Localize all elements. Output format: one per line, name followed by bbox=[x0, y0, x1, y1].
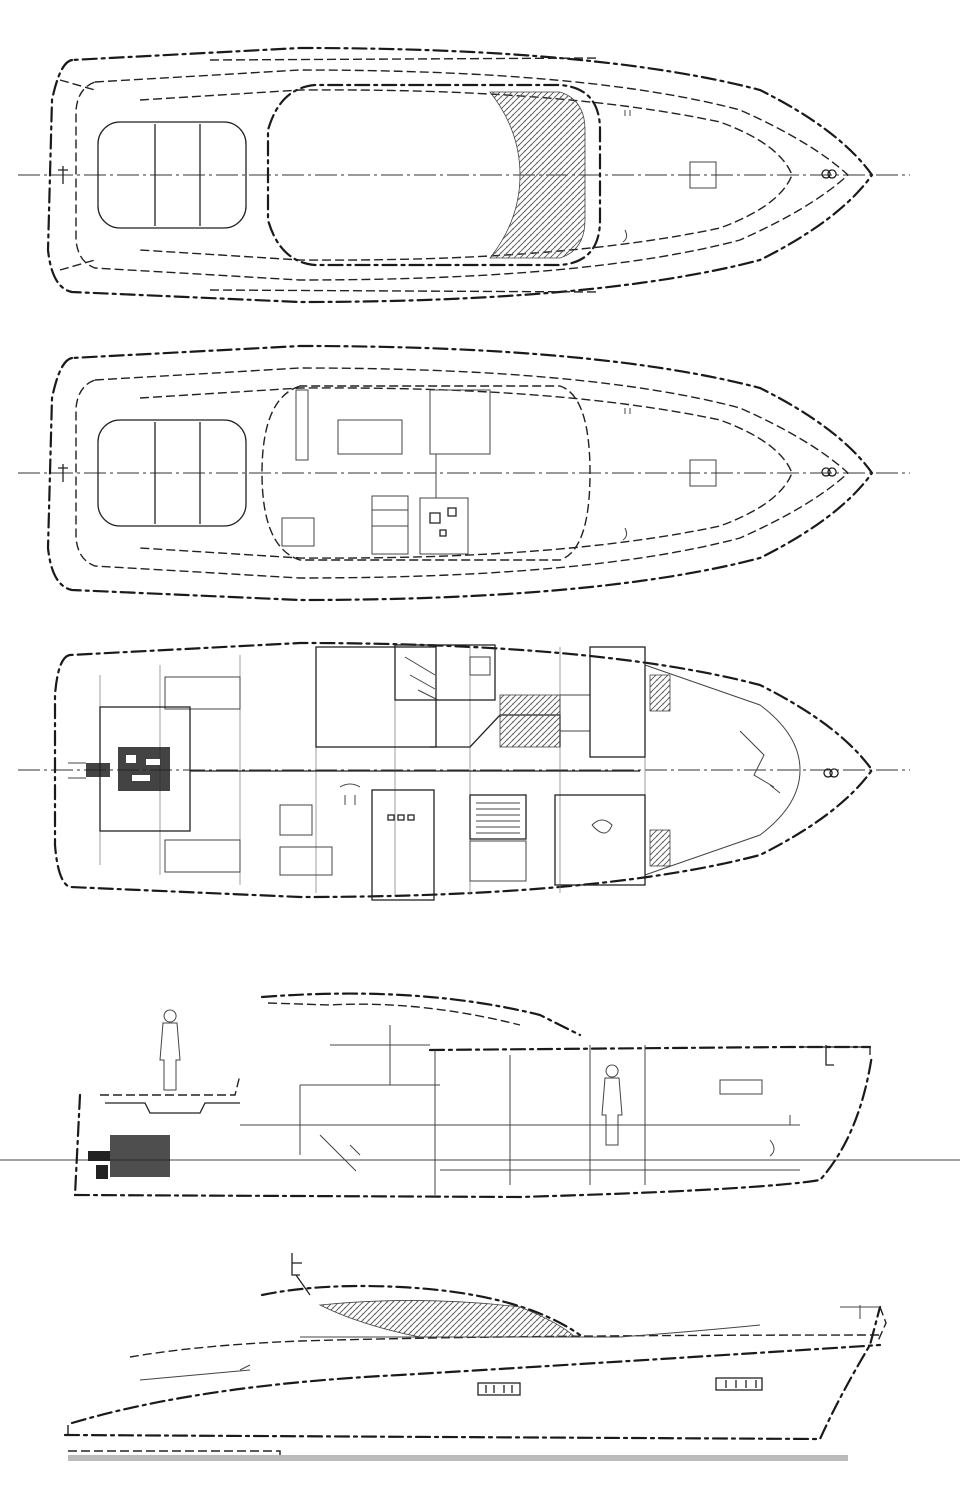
sunpad-aft bbox=[97, 419, 247, 527]
sheer-line bbox=[70, 1343, 882, 1425]
cabin-porthole bbox=[719, 1079, 763, 1095]
stair-treads bbox=[476, 802, 520, 834]
window-line bbox=[300, 1324, 761, 1338]
longitudinal-section-view bbox=[0, 992, 960, 1199]
v-berth bbox=[644, 664, 801, 876]
stairs-fwd bbox=[404, 656, 439, 701]
engine-detail bbox=[88, 1151, 110, 1179]
control-panel bbox=[387, 814, 415, 821]
galley bbox=[394, 644, 496, 701]
hardtop-profile bbox=[260, 1284, 582, 1337]
sofa-port bbox=[279, 846, 333, 876]
hull-outline-outer bbox=[46, 344, 874, 602]
hull-side bbox=[63, 1305, 882, 1441]
helm-controls bbox=[429, 507, 457, 537]
bow-profile bbox=[877, 1306, 887, 1342]
hardtop-underside bbox=[267, 1002, 521, 1026]
cockpit-seat-port bbox=[295, 389, 309, 461]
anchor-locker bbox=[689, 161, 717, 189]
hardtop-glass-panel bbox=[489, 91, 586, 259]
anchor-symbol bbox=[821, 467, 837, 477]
standing-figure-aft bbox=[159, 1009, 181, 1091]
hull-outline-lower bbox=[53, 641, 874, 899]
wetbar bbox=[371, 495, 409, 555]
saloon-windows bbox=[300, 1025, 440, 1086]
hardtop-outline bbox=[266, 83, 602, 267]
forward-cabin-berth bbox=[700, 1115, 791, 1157]
locker-port bbox=[649, 674, 671, 712]
v-berth-detail bbox=[739, 730, 781, 794]
anchor-locker bbox=[689, 459, 717, 487]
cockpit-table bbox=[337, 419, 403, 455]
hull-window-aft bbox=[477, 1382, 521, 1396]
stern-cleat bbox=[58, 166, 68, 184]
toilet bbox=[591, 819, 613, 834]
engine-block bbox=[118, 747, 170, 791]
fuel-tank-stbd bbox=[164, 839, 241, 873]
helm-station bbox=[419, 497, 469, 555]
aft-cabin bbox=[371, 789, 435, 901]
locker-stbd bbox=[649, 829, 671, 867]
superstructure-line bbox=[129, 1334, 881, 1358]
hull-window-fwd bbox=[715, 1377, 763, 1391]
stern-gear bbox=[68, 762, 86, 779]
dinette-seating bbox=[499, 694, 561, 748]
hull-outline-inner bbox=[75, 69, 850, 281]
anchor-symbol bbox=[821, 169, 837, 179]
cockpit-coaming bbox=[105, 1102, 240, 1114]
sink bbox=[469, 656, 491, 676]
sofa-stbd bbox=[279, 804, 313, 836]
hardtop-glass bbox=[318, 1300, 577, 1338]
aft-bench bbox=[281, 517, 315, 547]
interior-floor bbox=[240, 1124, 800, 1171]
hull-outline-inner bbox=[75, 367, 850, 579]
window-mullions bbox=[485, 1380, 757, 1393]
saloon-port bbox=[315, 646, 437, 748]
forward-head bbox=[559, 694, 591, 732]
stairway bbox=[469, 794, 527, 840]
owner-cabin bbox=[589, 646, 646, 758]
transom-profile bbox=[73, 1093, 82, 1197]
bottom-line-shadow bbox=[68, 1455, 848, 1461]
shower bbox=[469, 840, 527, 882]
sunpad-aft bbox=[97, 121, 247, 229]
side-profile-view bbox=[63, 1253, 887, 1461]
transom-step bbox=[59, 79, 96, 271]
gearbox bbox=[86, 763, 110, 777]
anchor-symbol bbox=[823, 768, 839, 778]
hull-outline-outer bbox=[46, 46, 874, 304]
radar-mast bbox=[291, 1253, 311, 1296]
aft-bench-frame bbox=[339, 783, 361, 805]
engine-section bbox=[110, 1135, 170, 1177]
companionway bbox=[429, 389, 491, 455]
deck-plan-hardtop-removed-view bbox=[18, 344, 910, 602]
side-decks-stbd bbox=[209, 57, 601, 61]
stern-cleat bbox=[58, 464, 68, 482]
guest-head bbox=[554, 794, 646, 886]
lower-deck-interior-plan-view bbox=[18, 641, 910, 901]
side-decks-port bbox=[209, 289, 601, 293]
bow-rail bbox=[800, 1045, 871, 1066]
hardtop-profile bbox=[260, 992, 582, 1037]
deck-plan-top-view bbox=[18, 46, 910, 304]
deck-sheer bbox=[139, 387, 793, 559]
fuel-tank-port bbox=[164, 676, 241, 710]
deck-hardware bbox=[622, 110, 631, 243]
stairs-section bbox=[319, 1134, 361, 1172]
hull-bottom bbox=[73, 1053, 874, 1199]
deck-guard bbox=[139, 1364, 251, 1381]
deck-hardware bbox=[622, 408, 631, 541]
saloon-bulkheads bbox=[299, 1045, 646, 1195]
bow-rail bbox=[840, 1305, 880, 1319]
cockpit-enclosure bbox=[261, 385, 591, 561]
standing-figure-saloon bbox=[601, 1064, 623, 1146]
cockpit-deck bbox=[100, 1074, 241, 1096]
